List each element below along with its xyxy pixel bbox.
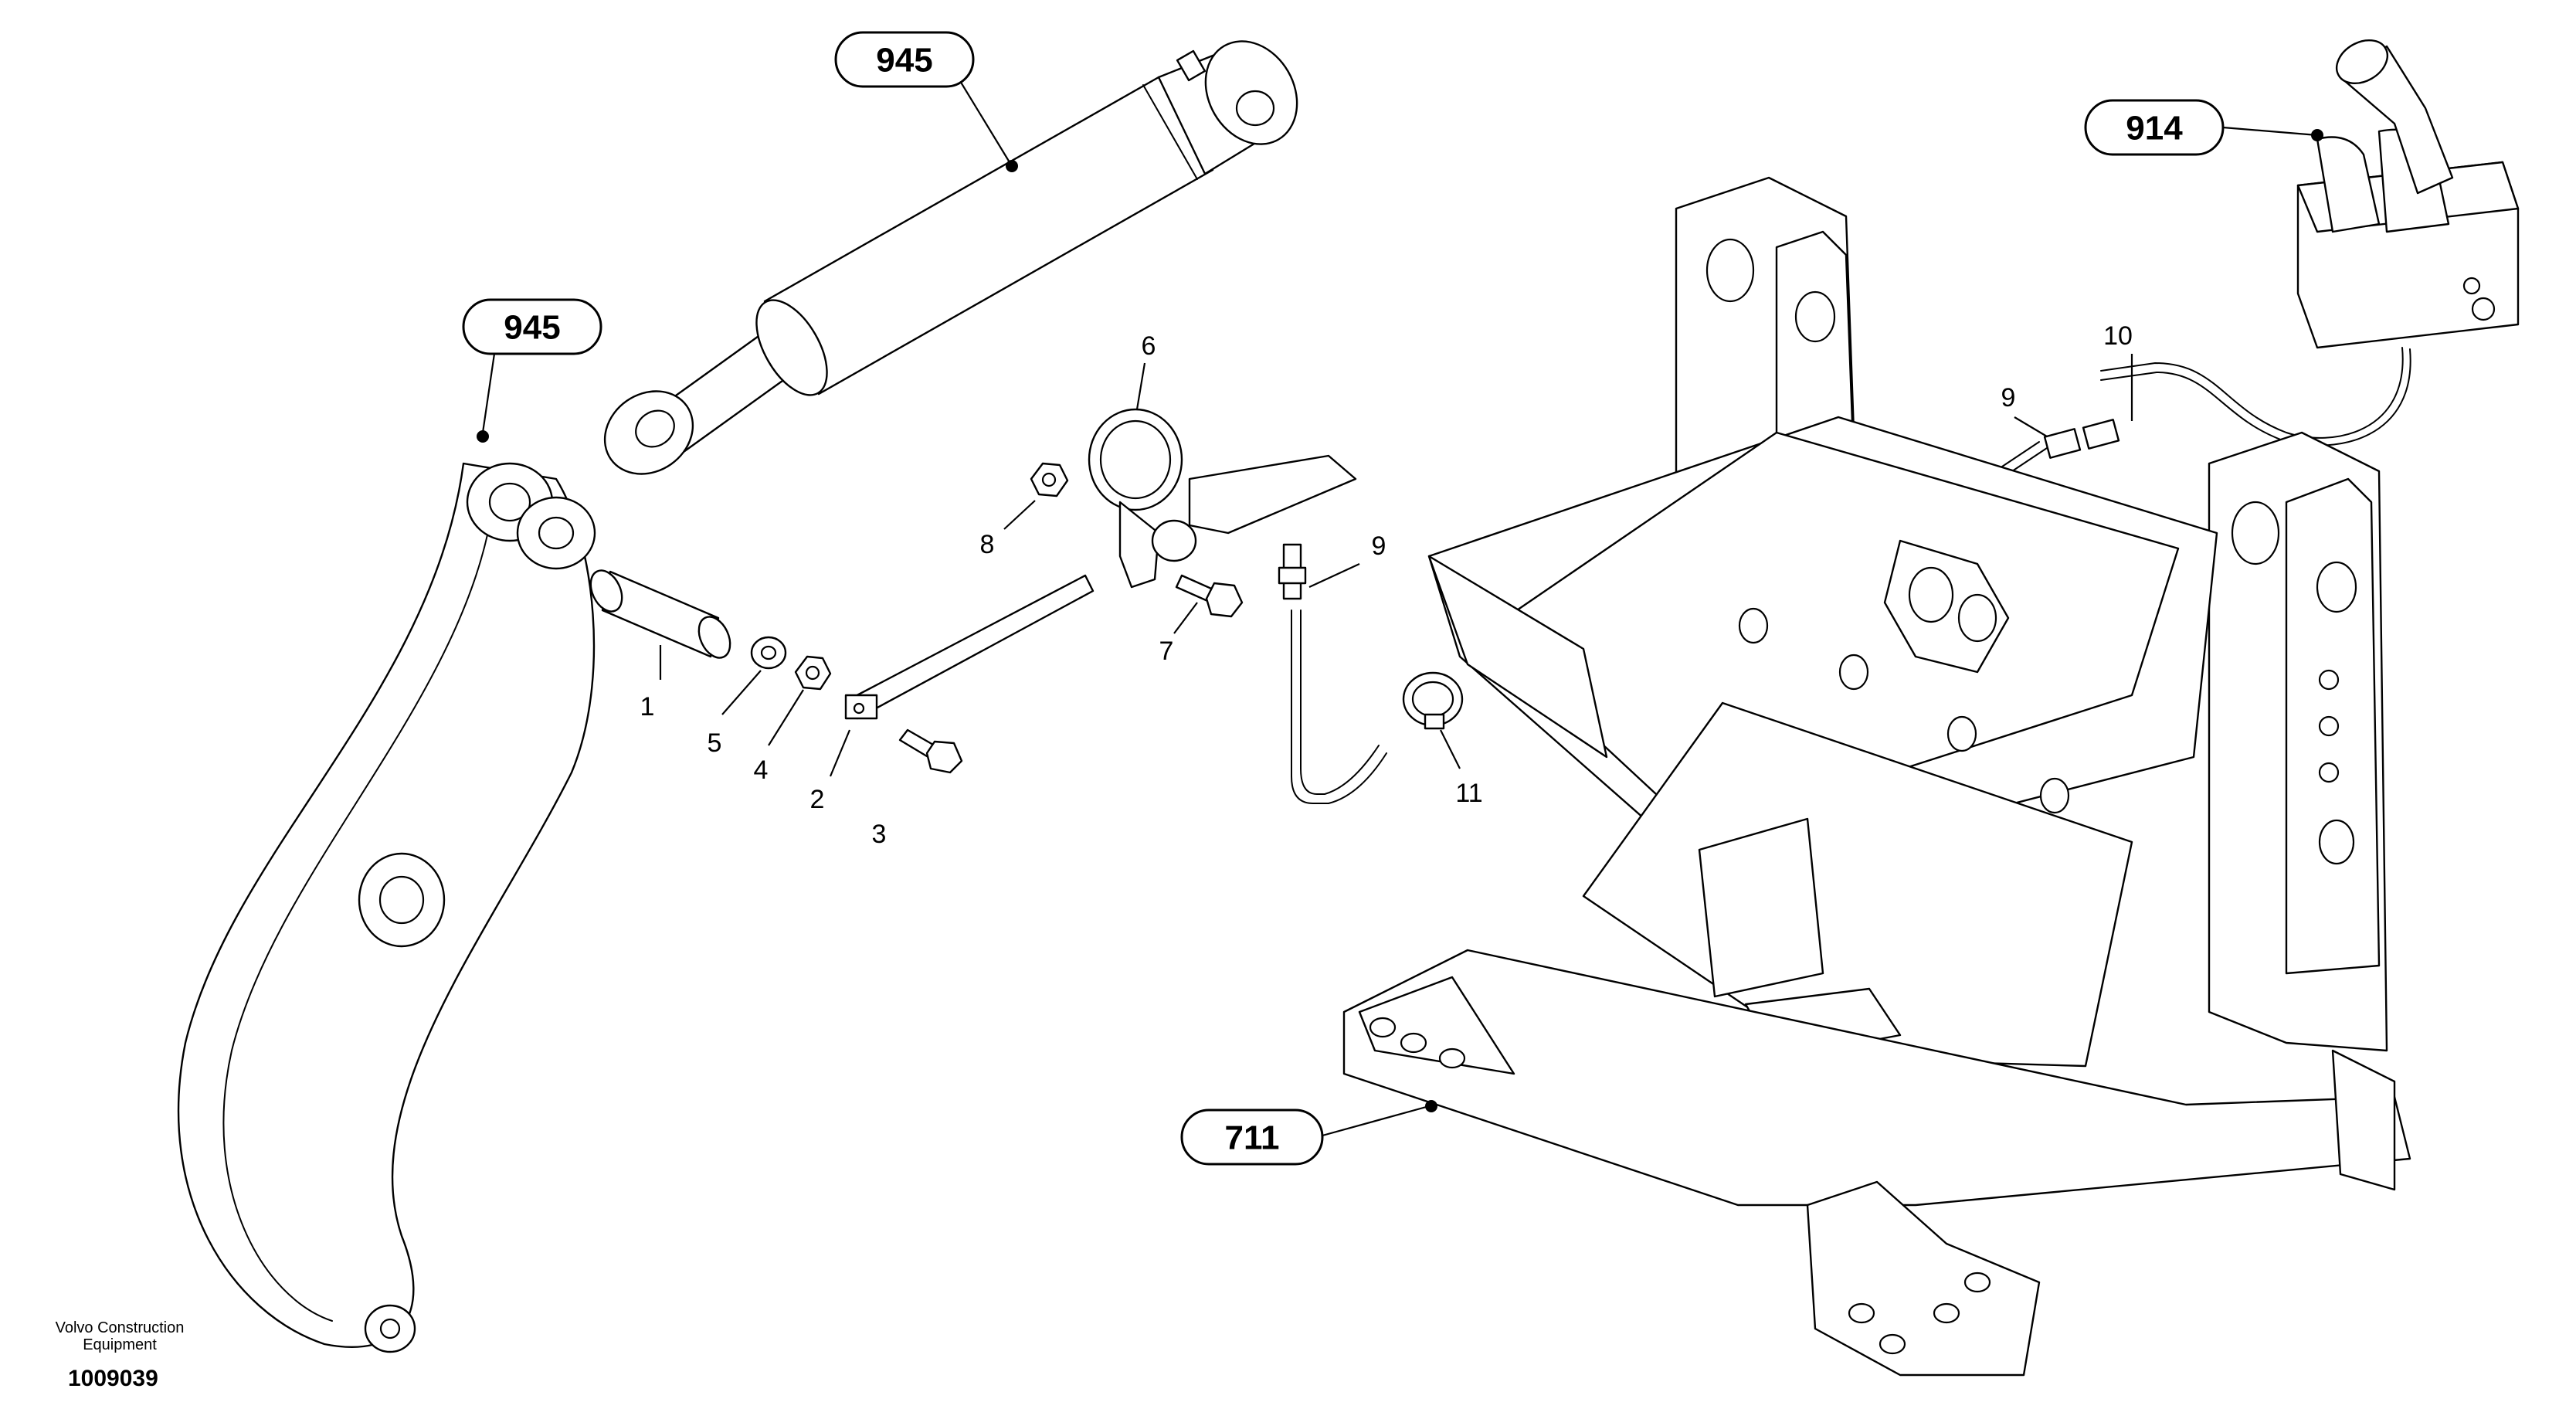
part-label-10: 10 <box>2103 321 2133 421</box>
bolt-part-7 <box>1175 574 1244 618</box>
part-label-1: 1 <box>640 645 662 721</box>
boom-arm <box>178 462 596 1353</box>
callout-711-frame: 711 <box>1180 1100 1437 1166</box>
part-number-9-connector: 9 <box>2001 383 2016 413</box>
callout-945-boom-label: 945 <box>504 309 560 347</box>
part-label-9-sensor: 9 <box>1308 531 1386 588</box>
callout-945-cylinder: 945 <box>834 31 1018 172</box>
pin-part-1 <box>589 569 731 659</box>
part-number-11: 11 <box>1455 779 1482 808</box>
bracket-part-6 <box>1088 408 1357 589</box>
hydraulic-cylinder <box>603 40 1298 475</box>
callout-945-cylinder-label: 945 <box>876 42 932 80</box>
callout-945-boom: 945 <box>462 298 602 443</box>
part-label-9-connector: 9 <box>2001 383 2048 437</box>
part-label-3: 3 <box>872 820 887 849</box>
part-number-3: 3 <box>872 820 887 849</box>
part-number-8: 8 <box>980 530 995 559</box>
part-number-6: 6 <box>1142 331 1156 361</box>
part-label-5: 5 <box>708 670 762 758</box>
part-label-4: 4 <box>754 689 804 785</box>
part-number-7: 7 <box>1159 637 1174 666</box>
bolt-part-3 <box>898 728 963 774</box>
main-frame <box>1342 176 2411 1377</box>
drawing-number: 1009039 <box>68 1366 158 1391</box>
part-number-9-sensor: 9 <box>1372 531 1386 561</box>
part-label-8: 8 <box>980 500 1036 559</box>
nut-part-8 <box>1030 462 1069 497</box>
clamp-part-11 <box>1402 671 1464 730</box>
control-lever-unit <box>2100 39 2520 446</box>
part-number-4: 4 <box>754 755 769 785</box>
nut-part-4 <box>794 655 832 691</box>
part-number-10: 10 <box>2103 321 2133 351</box>
company-name: Volvo Construction Equipment <box>55 1319 185 1353</box>
callout-914-lever-label: 914 <box>2126 110 2183 148</box>
rod-part-2 <box>844 574 1095 720</box>
washer-part-5 <box>750 636 787 670</box>
part-label-2: 2 <box>810 729 851 814</box>
part-label-6: 6 <box>1135 331 1156 410</box>
sensor-part-9 <box>1278 543 1387 804</box>
callout-711-frame-label: 711 <box>1225 1119 1280 1157</box>
part-number-5: 5 <box>708 728 722 758</box>
part-number-1: 1 <box>640 692 655 721</box>
part-label-11: 11 <box>1440 729 1483 808</box>
part-label-7: 7 <box>1159 602 1198 666</box>
callout-914-lever: 914 <box>2084 99 2323 156</box>
part-number-2: 2 <box>810 785 825 814</box>
